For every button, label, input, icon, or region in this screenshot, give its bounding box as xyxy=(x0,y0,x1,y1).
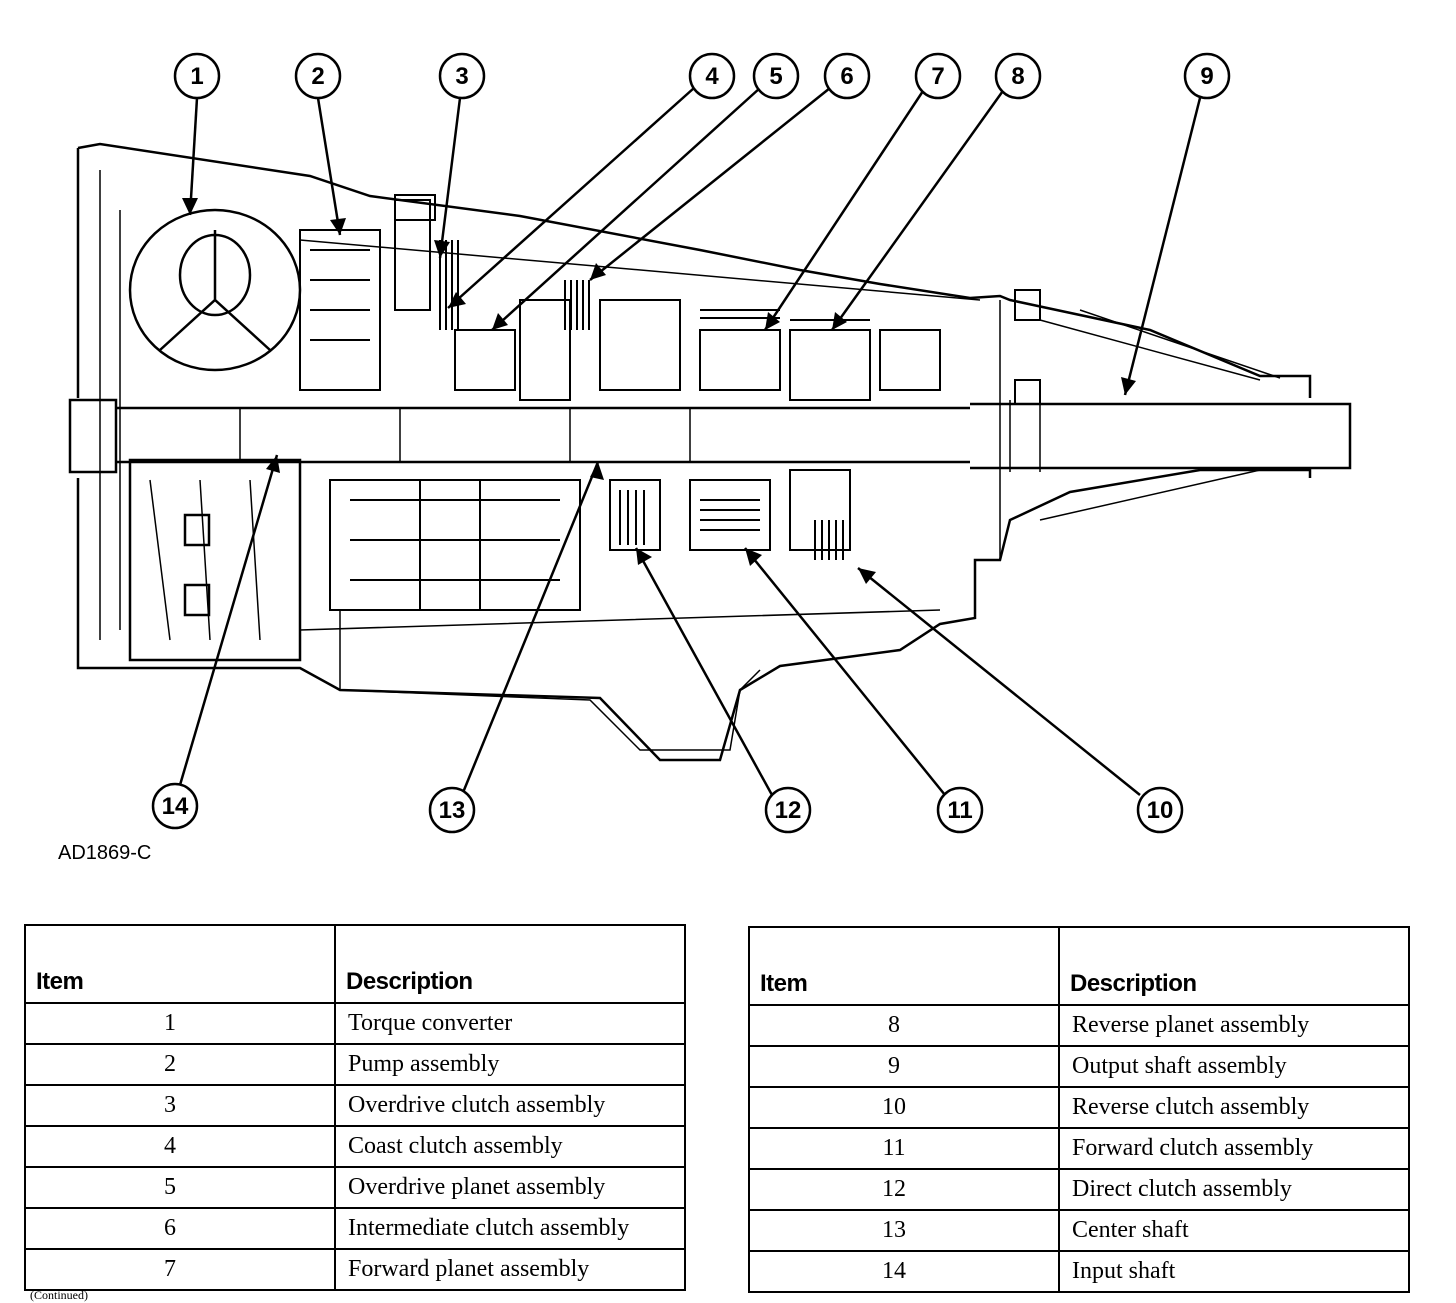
item-description: Coast clutch assembly xyxy=(334,1125,686,1168)
callout-1: 1 xyxy=(173,52,221,100)
callout-11: 11 xyxy=(936,786,984,834)
callout-4: 4 xyxy=(688,52,736,100)
svg-text:11: 11 xyxy=(947,797,972,824)
item-description: Forward planet assembly xyxy=(334,1248,686,1291)
callout-13: 13 xyxy=(428,786,476,834)
callout-7: 7 xyxy=(914,52,962,100)
callout-9: 9 xyxy=(1183,52,1231,100)
figure-id: AD1869-C xyxy=(58,842,152,864)
svg-text:13: 13 xyxy=(439,797,466,824)
item-number: 6 xyxy=(24,1207,336,1250)
item-header: Item xyxy=(24,924,336,1004)
description-header: Description xyxy=(334,924,686,1004)
callout-2: 2 xyxy=(294,52,342,100)
table-header-row: Item Description xyxy=(748,926,1410,1006)
svg-text:9: 9 xyxy=(1200,63,1213,90)
callout-8: 8 xyxy=(994,52,1042,100)
svg-text:10: 10 xyxy=(1147,797,1174,824)
item-description: Output shaft assembly xyxy=(1058,1045,1410,1088)
main-shaft xyxy=(116,400,1310,472)
leader-arrowheads xyxy=(182,198,1136,584)
item-number: 2 xyxy=(24,1043,336,1086)
item-description: Pump assembly xyxy=(334,1043,686,1086)
svg-text:2: 2 xyxy=(311,63,324,90)
torque-converter-drawing xyxy=(128,208,302,662)
item-description: Direct clutch assembly xyxy=(1058,1168,1410,1211)
transmission-housing xyxy=(68,142,1352,762)
svg-text:12: 12 xyxy=(775,797,802,824)
svg-text:1: 1 xyxy=(190,63,203,90)
item-number: 8 xyxy=(748,1004,1060,1047)
item-number: 5 xyxy=(24,1166,336,1209)
callout-12: 12 xyxy=(764,786,812,834)
item-number: 4 xyxy=(24,1125,336,1168)
item-number: 13 xyxy=(748,1209,1060,1252)
svg-text:5: 5 xyxy=(769,63,782,90)
internal-components xyxy=(299,194,1041,611)
item-number: 7 xyxy=(24,1248,336,1291)
svg-text:4: 4 xyxy=(705,63,719,90)
item-description: Reverse planet assembly xyxy=(1058,1004,1410,1047)
item-number: 11 xyxy=(748,1127,1060,1170)
item-number: 12 xyxy=(748,1168,1060,1211)
item-description: Intermediate clutch assembly xyxy=(334,1207,686,1250)
continued-note: (Continued) xyxy=(30,1288,88,1302)
item-number: 14 xyxy=(748,1250,1060,1293)
svg-text:8: 8 xyxy=(1011,63,1024,90)
item-description: Torque converter xyxy=(334,1002,686,1045)
item-description: Forward clutch assembly xyxy=(1058,1127,1410,1170)
item-number: 3 xyxy=(24,1084,336,1127)
item-header: Item xyxy=(748,926,1060,1006)
item-description: Overdrive clutch assembly xyxy=(334,1084,686,1127)
svg-text:7: 7 xyxy=(931,63,944,90)
item-description: Input shaft xyxy=(1058,1250,1410,1293)
item-description: Center shaft xyxy=(1058,1209,1410,1252)
item-number: 1 xyxy=(24,1002,336,1045)
callout-10: 10 xyxy=(1136,786,1184,834)
svg-text:14: 14 xyxy=(162,793,189,820)
item-number: 10 xyxy=(748,1086,1060,1129)
callouts: 1 2 3 4 5 6 7 8 9 10 11 12 13 14 xyxy=(151,52,1231,834)
item-description: Overdrive planet assembly xyxy=(334,1166,686,1209)
svg-text:6: 6 xyxy=(840,63,853,90)
callout-5: 5 xyxy=(752,52,800,100)
item-description: Reverse clutch assembly xyxy=(1058,1086,1410,1129)
callout-6: 6 xyxy=(823,52,871,100)
callout-14: 14 xyxy=(151,782,199,830)
leader-lines xyxy=(178,87,1202,796)
callout-3: 3 xyxy=(438,52,486,100)
description-header: Description xyxy=(1058,926,1410,1006)
transmission-cutaway-diagram: 1 2 3 4 5 6 7 8 9 10 11 12 13 14 xyxy=(68,52,1352,834)
svg-text:3: 3 xyxy=(455,63,468,90)
table-header-row: Item Description xyxy=(24,924,686,1004)
item-number: 9 xyxy=(748,1045,1060,1088)
